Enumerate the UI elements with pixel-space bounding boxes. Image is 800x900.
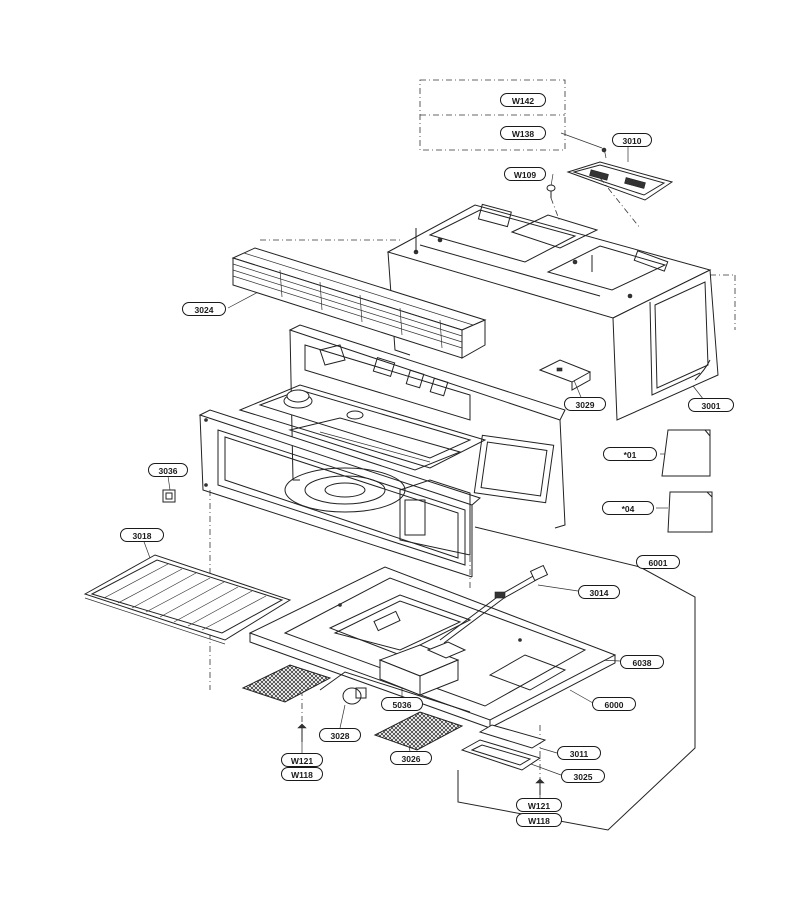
- outer-case-3001: [386, 203, 719, 421]
- label-3028: 3028: [319, 728, 361, 742]
- manual-01: [661, 429, 711, 477]
- label-3026: 3026: [390, 751, 432, 765]
- screw-kit-box: [419, 79, 566, 151]
- label-w121-left: W121: [281, 753, 323, 767]
- cover-3025: [460, 739, 542, 771]
- bracket-3029: [538, 359, 592, 391]
- base-plate-6000: [248, 566, 617, 729]
- latch-3036: [162, 489, 176, 503]
- screw-w109: [546, 184, 556, 198]
- label-6001: 6001: [636, 555, 680, 569]
- label-3036: 3036: [148, 463, 188, 477]
- label-3011: 3011: [557, 746, 601, 760]
- label-3010: 3010: [612, 133, 652, 147]
- screw-w121-left: [297, 723, 307, 742]
- manual-04: [667, 491, 713, 533]
- wire-harness-3014: [439, 564, 549, 644]
- label-01: *01: [603, 447, 657, 461]
- label-3024: 3024: [182, 302, 226, 316]
- filter-left: [241, 664, 332, 703]
- label-w121-right: W121: [516, 798, 562, 812]
- lamp-3028: [342, 687, 367, 705]
- label-w109: W109: [504, 167, 546, 181]
- oven-cavity: [238, 324, 566, 529]
- label-04: *04: [602, 501, 654, 515]
- label-w142: W142: [500, 93, 546, 107]
- label-3025: 3025: [561, 769, 605, 783]
- panel-3011: [478, 724, 547, 749]
- front-frame: [198, 409, 481, 578]
- label-6038: 6038: [620, 655, 664, 669]
- module-5036: [319, 641, 471, 713]
- filter-3026: [373, 711, 464, 751]
- label-3001: 3001: [688, 398, 734, 412]
- label-5036: 5036: [381, 697, 423, 711]
- rack-3018: [83, 554, 292, 645]
- label-6000: 6000: [592, 697, 636, 711]
- label-w118-left: W118: [281, 767, 323, 781]
- label-3018: 3018: [120, 528, 164, 542]
- label-3029: 3029: [564, 397, 606, 411]
- control-board-3010: [566, 147, 674, 201]
- label-3014: 3014: [578, 585, 620, 599]
- label-w138: W138: [500, 126, 546, 140]
- screw-w121-right: [535, 778, 545, 795]
- vent-grille-3024: [231, 247, 487, 359]
- label-w118-right: W118: [516, 813, 562, 827]
